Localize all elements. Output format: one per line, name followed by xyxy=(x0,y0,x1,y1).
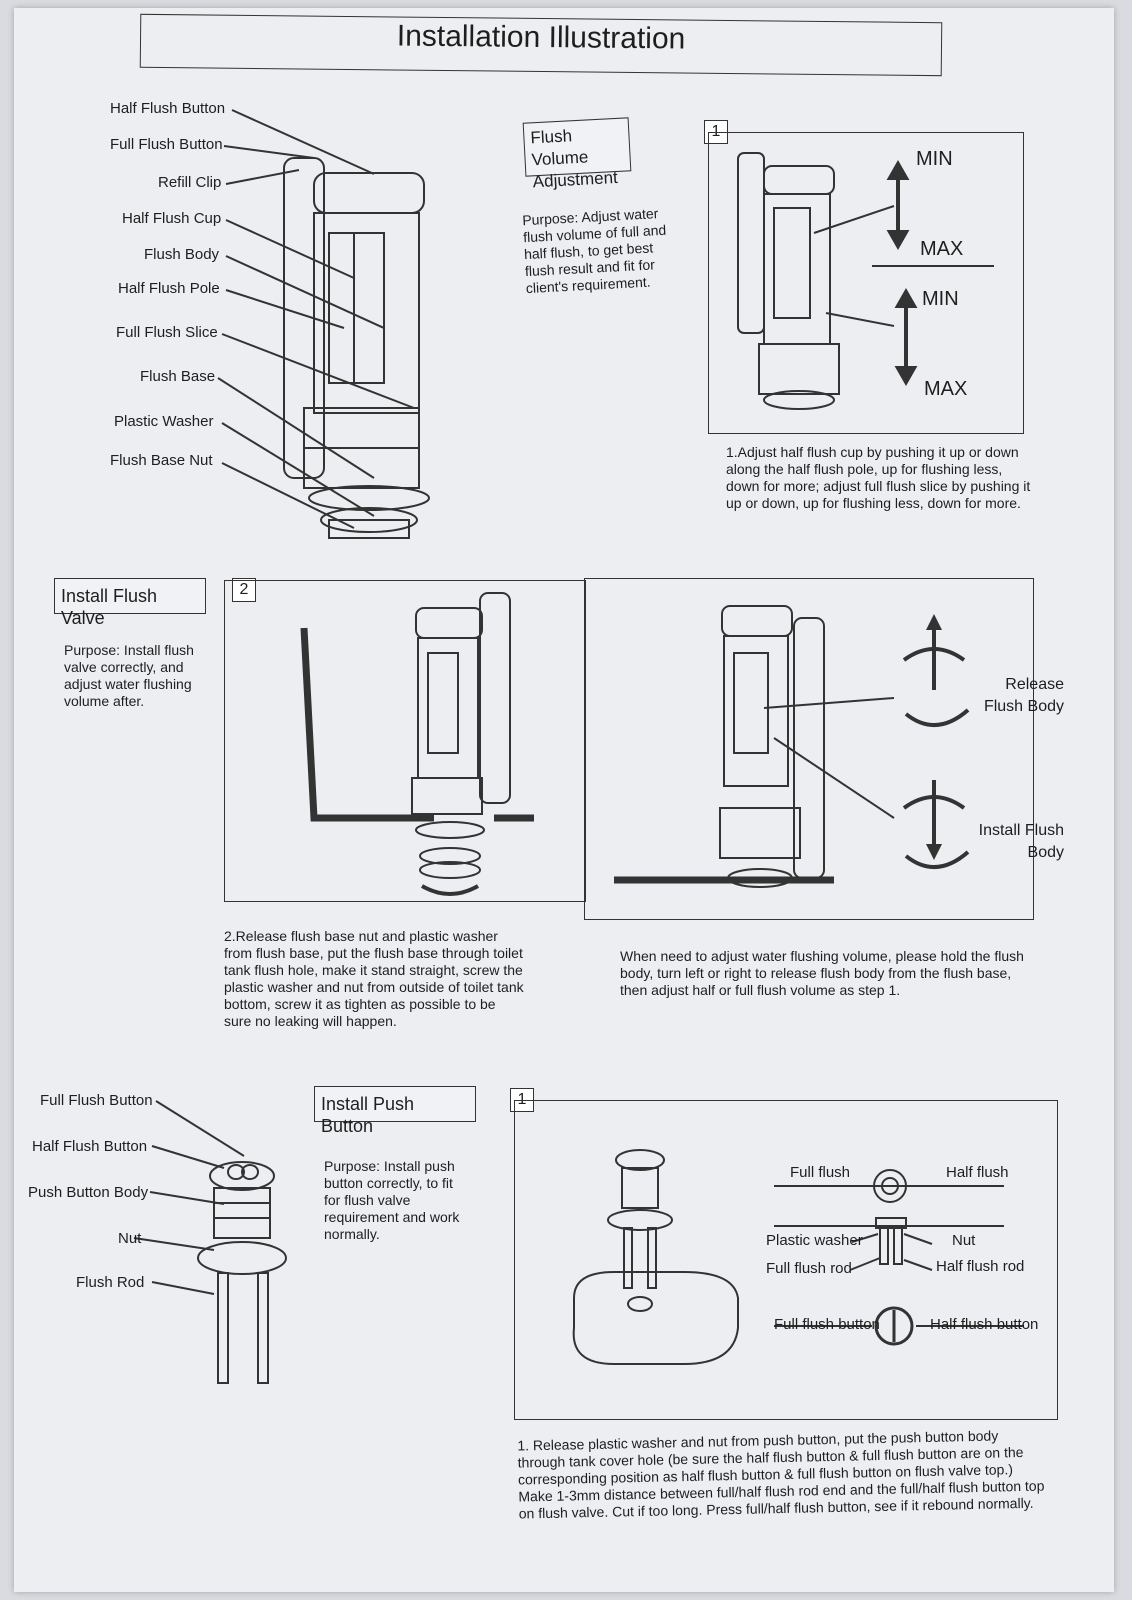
label-release-flush-body: Release Flush Body xyxy=(983,676,1064,715)
adjust-volume-text: When need to adjust water flushing volum… xyxy=(620,948,1024,998)
label-max-2: MAX xyxy=(924,378,968,400)
label-install-flush-body: Install Flush Body xyxy=(978,822,1064,861)
label-half-flush-rod: Half flush rod xyxy=(936,1258,1025,1275)
label-full-flush-rod: Full flush rod xyxy=(766,1260,852,1277)
label-full-flush: Full flush xyxy=(790,1164,851,1181)
label-pb-install-nut: Nut xyxy=(952,1232,976,1249)
label-half-flush-cup: Half Flush Cup xyxy=(122,210,222,227)
flush-volume-step-text: 1.Adjust half flush cup by pushing it up… xyxy=(726,444,1031,511)
label-max-1: MAX xyxy=(920,238,964,260)
title-box: Installation Illustration xyxy=(139,13,943,77)
page-title: Installation Illustration xyxy=(396,19,686,56)
flush-volume-purpose: Purpose: Adjust water flush volume of fu… xyxy=(521,205,667,297)
push-button-step-text: 1. Release plastic washer and nut from p… xyxy=(517,1427,1045,1522)
install-valve-panel xyxy=(224,580,586,902)
label-flush-rod: Flush Rod xyxy=(76,1274,145,1291)
push-button-panel xyxy=(514,1100,1058,1420)
label-full-flush-slice: Full Flush Slice xyxy=(116,324,218,341)
step-number-2: 2 xyxy=(232,578,256,602)
label-min-1: MIN xyxy=(916,148,953,170)
step-2-text: 2.Release flush base nut and plastic was… xyxy=(224,928,524,1029)
release-install-panel xyxy=(584,578,1034,920)
install-flush-valve-heading: Install Flush Valve xyxy=(54,578,206,628)
label-pb-nut: Nut xyxy=(118,1230,142,1247)
label-min-2: MIN xyxy=(922,288,959,310)
install-push-button-heading: Install Push Button xyxy=(314,1086,476,1136)
label-half-flush-button: Half Flush Button xyxy=(110,100,226,117)
label-plastic-washer: Plastic Washer xyxy=(114,413,214,430)
label-half-flush: Half flush xyxy=(946,1164,1009,1181)
instruction-sheet: Installation Illustration xyxy=(14,8,1114,1592)
label-pb-plastic-washer: Plastic washer xyxy=(766,1232,863,1249)
install-flush-valve-purpose: Purpose: Install flush valve correctly, … xyxy=(64,642,194,709)
label-refill-clip: Refill Clip xyxy=(158,174,222,191)
label-full-flush-button: Full Flush Button xyxy=(110,136,223,153)
label-flush-base: Flush Base xyxy=(140,368,216,385)
install-push-button-purpose: Purpose: Install push button correctly, … xyxy=(324,1158,460,1242)
label-pb-half-flush-button: Half Flush Button xyxy=(32,1138,148,1155)
label-full-flush-button-2: Full flush button xyxy=(774,1316,880,1333)
label-half-flush-pole: Half Flush Pole xyxy=(118,280,220,297)
flush-volume-heading: Flush Volume Adjustment xyxy=(522,117,632,191)
label-flush-base-nut: Flush Base Nut xyxy=(110,452,213,469)
label-half-flush-button-2: Half flush button xyxy=(930,1316,1039,1333)
label-flush-body: Flush Body xyxy=(144,246,220,263)
label-pb-full-flush-button: Full Flush Button xyxy=(40,1092,153,1109)
flush-volume-panel xyxy=(708,132,1024,434)
label-push-button-body: Push Button Body xyxy=(28,1184,149,1201)
